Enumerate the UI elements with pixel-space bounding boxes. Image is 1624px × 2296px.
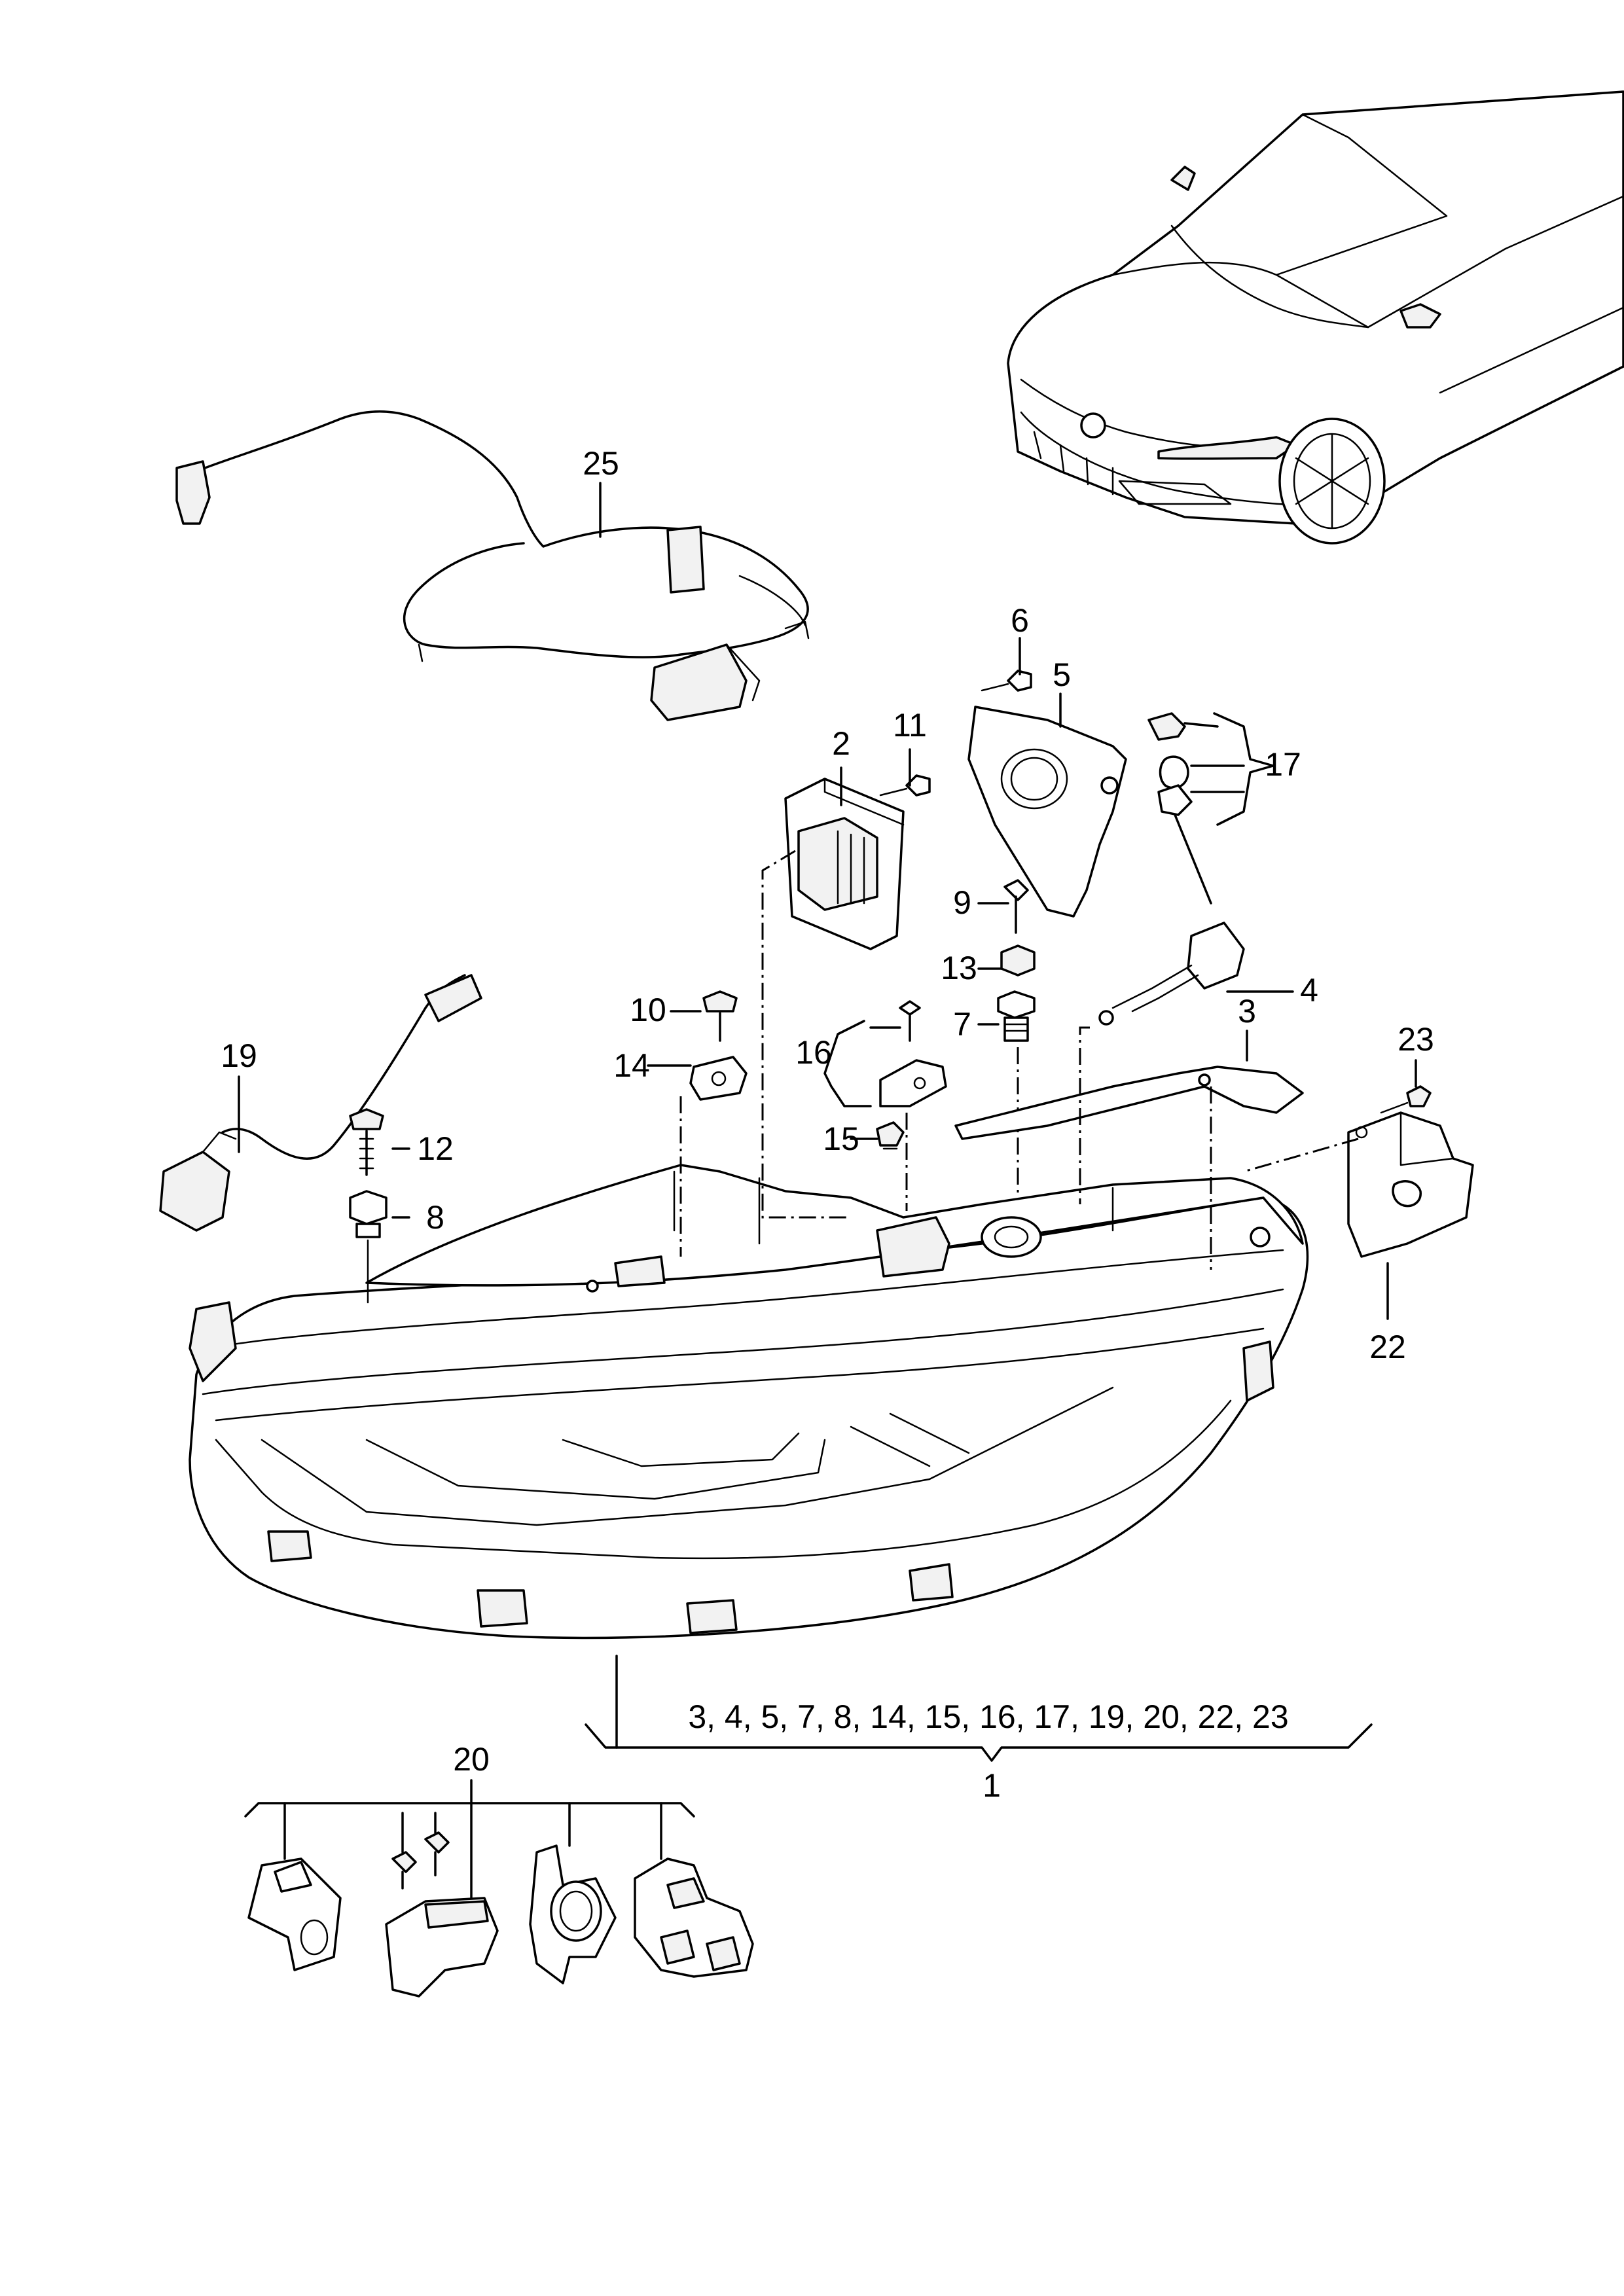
wiring-harness-25[interactable] [175, 410, 810, 721]
vehicle-illustration [1007, 90, 1624, 545]
screw-9[interactable] [1003, 879, 1029, 934]
mounting-parts-20[interactable] [247, 1831, 754, 1998]
nut-13[interactable] [1000, 944, 1036, 977]
screw-12[interactable] [349, 1108, 384, 1176]
label-10: 10 [630, 992, 666, 1028]
label-6: 6 [1011, 602, 1029, 639]
label-8: 8 [426, 1199, 444, 1236]
level-motor-22[interactable] [1347, 1111, 1474, 1258]
screw-6[interactable] [981, 670, 1032, 692]
label-2: 2 [832, 725, 850, 762]
label-13: 13 [941, 950, 977, 986]
label-1: 1 [983, 1767, 1001, 1804]
screw-11[interactable] [879, 774, 931, 797]
label-25: 25 [583, 445, 619, 482]
label-12: 12 [417, 1130, 454, 1167]
label-7: 7 [953, 1006, 971, 1043]
headlamp-housing[interactable] [189, 1164, 1309, 1640]
bulb-holder-17[interactable] [1147, 712, 1212, 905]
guide-line-4 [1079, 1026, 1090, 1204]
screw-10[interactable] [702, 990, 738, 1042]
leader-lines [238, 482, 1417, 1899]
label-22: 22 [1369, 1329, 1406, 1365]
bulb-4[interactable] [1098, 922, 1245, 1026]
label-3: 3 [1238, 993, 1256, 1030]
label-19: 19 [221, 1037, 257, 1074]
label-4: 4 [1300, 972, 1318, 1009]
part-labels: 25 6 5 11 2 17 9 4 13 10 7 3 23 19 16 14… [221, 445, 1434, 1804]
label-14: 14 [613, 1047, 650, 1084]
label-20: 20 [453, 1741, 490, 1778]
bracket-16[interactable] [879, 1000, 947, 1107]
label-5: 5 [1053, 656, 1071, 693]
control-unit-2[interactable] [784, 778, 905, 950]
sensor-wire-19[interactable] [159, 974, 482, 1232]
guide-line-2 [761, 850, 851, 1219]
nut-8[interactable] [349, 1190, 388, 1238]
screw-23[interactable] [1380, 1085, 1432, 1114]
label-23: 23 [1398, 1021, 1434, 1058]
label-assembly-list: 3, 4, 5, 7, 8, 14, 15, 16, 17, 19, 20, 2… [688, 1698, 1288, 1735]
label-9: 9 [953, 884, 971, 921]
cover-gasket-5[interactable] [967, 706, 1127, 918]
label-11: 11 [893, 707, 927, 744]
clip-14[interactable] [689, 1056, 748, 1101]
guide-line-22 [1243, 1138, 1359, 1173]
label-16: 16 [795, 1034, 832, 1071]
bracket-3[interactable] [954, 1066, 1304, 1140]
bolt-15[interactable] [876, 1121, 905, 1150]
label-17: 17 [1265, 746, 1301, 783]
label-15: 15 [823, 1121, 859, 1157]
adjuster-7[interactable] [997, 990, 1036, 1042]
